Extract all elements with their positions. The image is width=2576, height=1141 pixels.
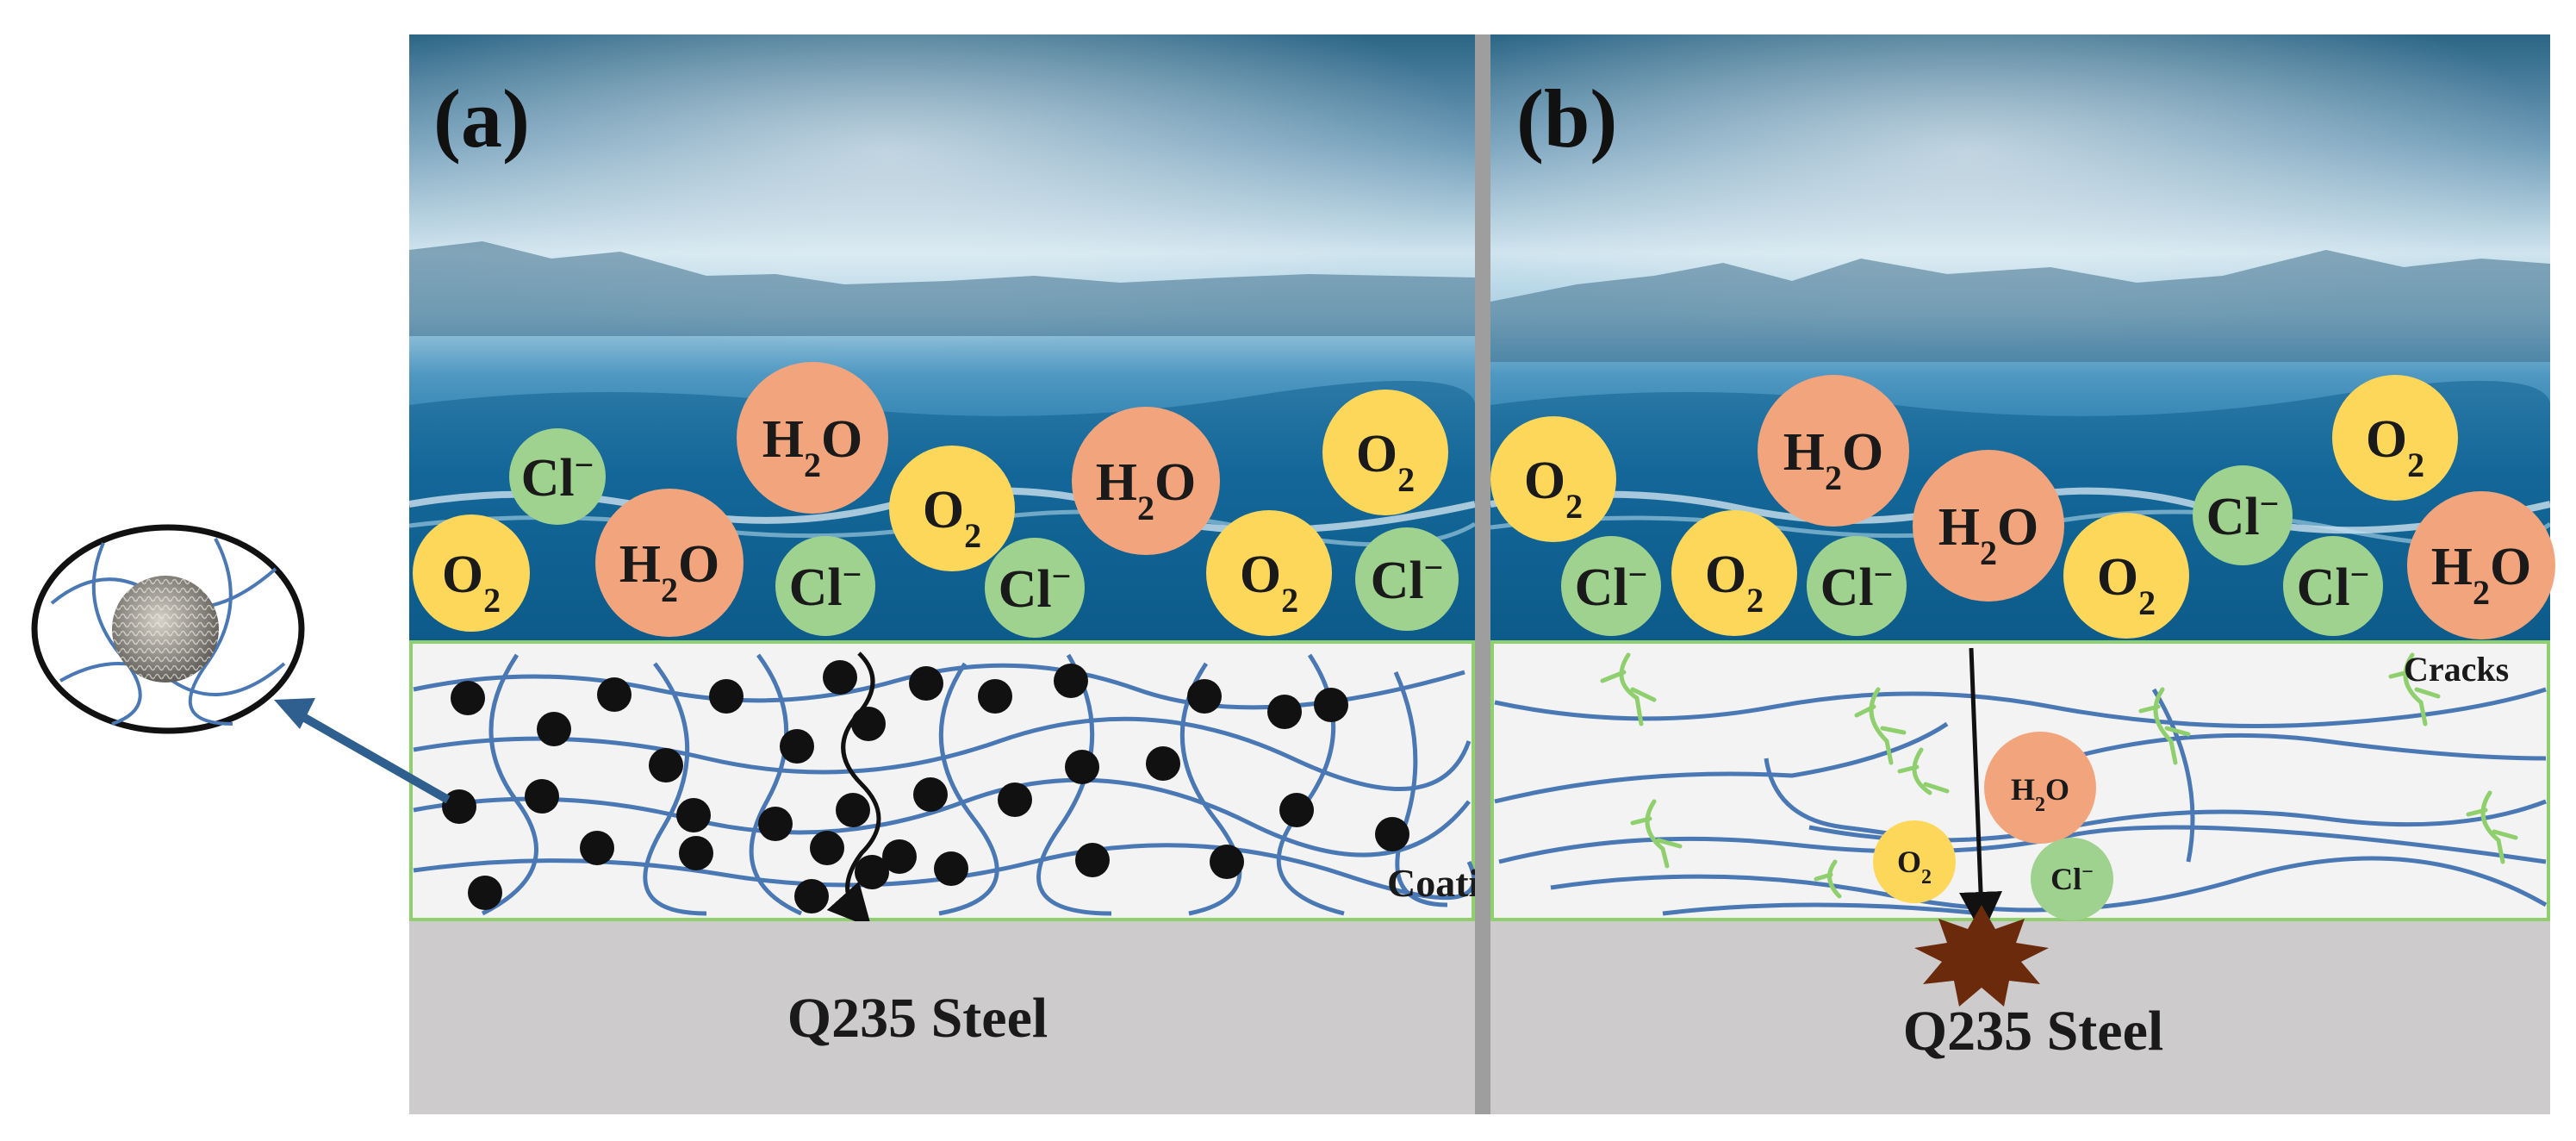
substrate-label-a: Q235 Steel [787,987,1048,1050]
water-molecule: H2O [1072,407,1220,555]
water-molecule: H2O [1758,375,1909,527]
chloride-ion: Cl− [775,536,875,636]
cracks-label: Cracks [2404,650,2509,689]
panel-divider [1475,34,1490,1114]
coating-layer-b: Cracks H2O O2 Cl− [1490,640,2550,935]
tortuous-diffusion-path [826,652,881,928]
oxygen-molecule: O2 [1322,390,1448,515]
oxygen-molecule: O2 [1490,416,1616,542]
chloride-ion: Cl− [2283,536,2383,636]
penetration-arrow [1959,647,2003,935]
panel-a-label: (a) [433,72,530,165]
svg-text:Cl−: Cl− [2050,861,2094,896]
panel-b-label: (b) [1516,72,1617,165]
polymer-network [413,653,1477,916]
water-molecule: H2O [737,362,888,514]
burst-star-icon [1914,905,2049,1007]
oxygen-molecule: O2 [413,514,530,632]
filler-closeup [31,524,305,734]
oxygen-molecule: O2 [889,446,1015,571]
penetrating-oxygen: O2 [1873,820,1956,903]
steel-substrate-a: Q235 Steel [409,921,1475,1114]
crack-icons [1600,652,2518,899]
steel-substrate-b: Q235 Steel [1490,905,2550,1114]
oxygen-molecule: O2 [2332,375,2458,501]
coating-layer-a: Coating [409,640,1521,928]
chloride-ion: Cl− [1355,527,1459,631]
chloride-ion: Cl− [509,428,606,525]
water-molecule: H2O [595,489,744,637]
water-molecule: H2O [1913,450,2064,602]
penetrating-chloride: Cl− [2031,838,2113,920]
water-molecule: H2O [2407,491,2555,639]
penetrating-water: H2O [1984,732,2096,844]
oxygen-molecule: O2 [1206,510,1332,636]
chloride-ion: Cl− [1561,536,1661,636]
oxygen-molecule: O2 [2063,513,2189,639]
zoom-arrow-head [274,698,315,729]
molecule-group-a: Cl− O2 H2O H2O Cl− O2 Cl− H2O O2 O2 Cl− [413,362,1459,638]
filler-particles [442,660,1409,913]
oxygen-molecule: O2 [1671,510,1797,636]
panel-b: (b) O2 Cl− O2 H2O Cl− H2O O2 Cl− O2 Cl− … [1490,34,2555,1114]
chloride-ion: Cl− [985,538,1085,638]
zoom-arrow [295,709,451,804]
chloride-ion: Cl− [2193,465,2293,565]
svg-text:Cl−: Cl− [521,446,594,508]
substrate-label-b: Q235 Steel [1903,1000,2163,1063]
panel-a: (a) Cl− O2 H2O H2O Cl− O2 Cl− H2O O2 O2 … [409,34,1521,1114]
chloride-ion: Cl− [1807,536,1907,636]
molecule-group-b: O2 Cl− O2 H2O Cl− H2O O2 Cl− O2 Cl− H2O [1490,375,2555,639]
